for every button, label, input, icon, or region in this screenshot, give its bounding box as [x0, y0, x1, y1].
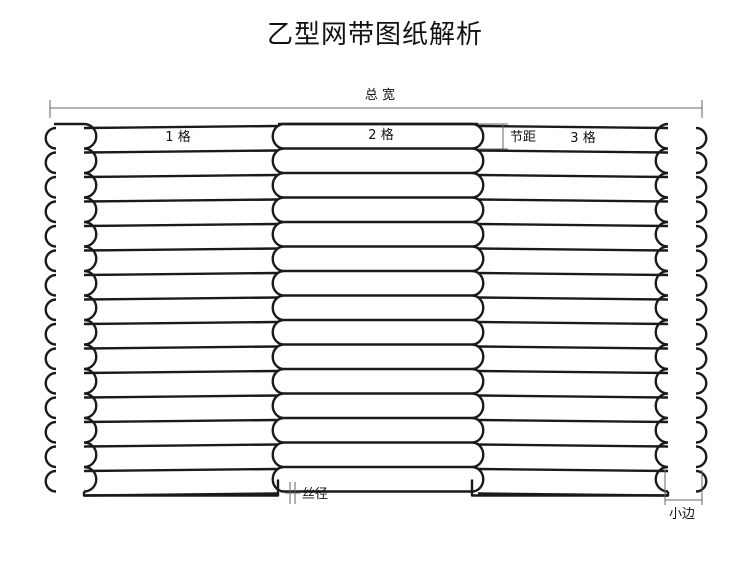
mesh-row-wire	[83, 245, 669, 252]
mesh-row-wire	[83, 294, 669, 301]
cell-1-label: 1 格	[165, 129, 190, 145]
total-width-label: 总 宽	[365, 87, 395, 103]
mesh-row-wire	[83, 367, 669, 375]
belt-bottom-right	[470, 479, 670, 497]
mesh-row-wire	[83, 416, 669, 424]
mesh-row-wire	[83, 171, 669, 179]
mesh-row-wire	[83, 147, 669, 154]
mesh-row-wire	[83, 392, 669, 399]
mesh-row-wire	[83, 269, 669, 277]
small-edge-label: 小边	[669, 507, 695, 522]
wire-diameter-dimension	[285, 482, 300, 504]
right-edge-loops	[654, 122, 708, 493]
mesh-row-wire	[83, 465, 669, 473]
mesh-row-wire	[83, 343, 669, 350]
small-edge-dimension	[664, 470, 703, 505]
pitch-label: 节距	[510, 130, 536, 145]
mesh-wires	[44, 122, 708, 497]
cell-3-label: 3 格	[570, 130, 595, 146]
mesh-row-wire	[83, 441, 669, 448]
belt-bottom-left	[82, 479, 280, 497]
mesh-row-wire	[83, 196, 669, 203]
center-bends	[271, 122, 485, 493]
left-edge-loops	[44, 122, 98, 493]
wire-diameter-label: 丝径	[302, 487, 328, 502]
mesh-row-wire	[83, 220, 669, 228]
page-title: 乙型网带图纸解析	[266, 20, 483, 50]
pitch-dimension	[478, 123, 508, 150]
mesh-row-wire	[83, 318, 669, 326]
total-width-dimension	[49, 100, 703, 118]
cell-2-label: 2 格	[368, 127, 393, 143]
